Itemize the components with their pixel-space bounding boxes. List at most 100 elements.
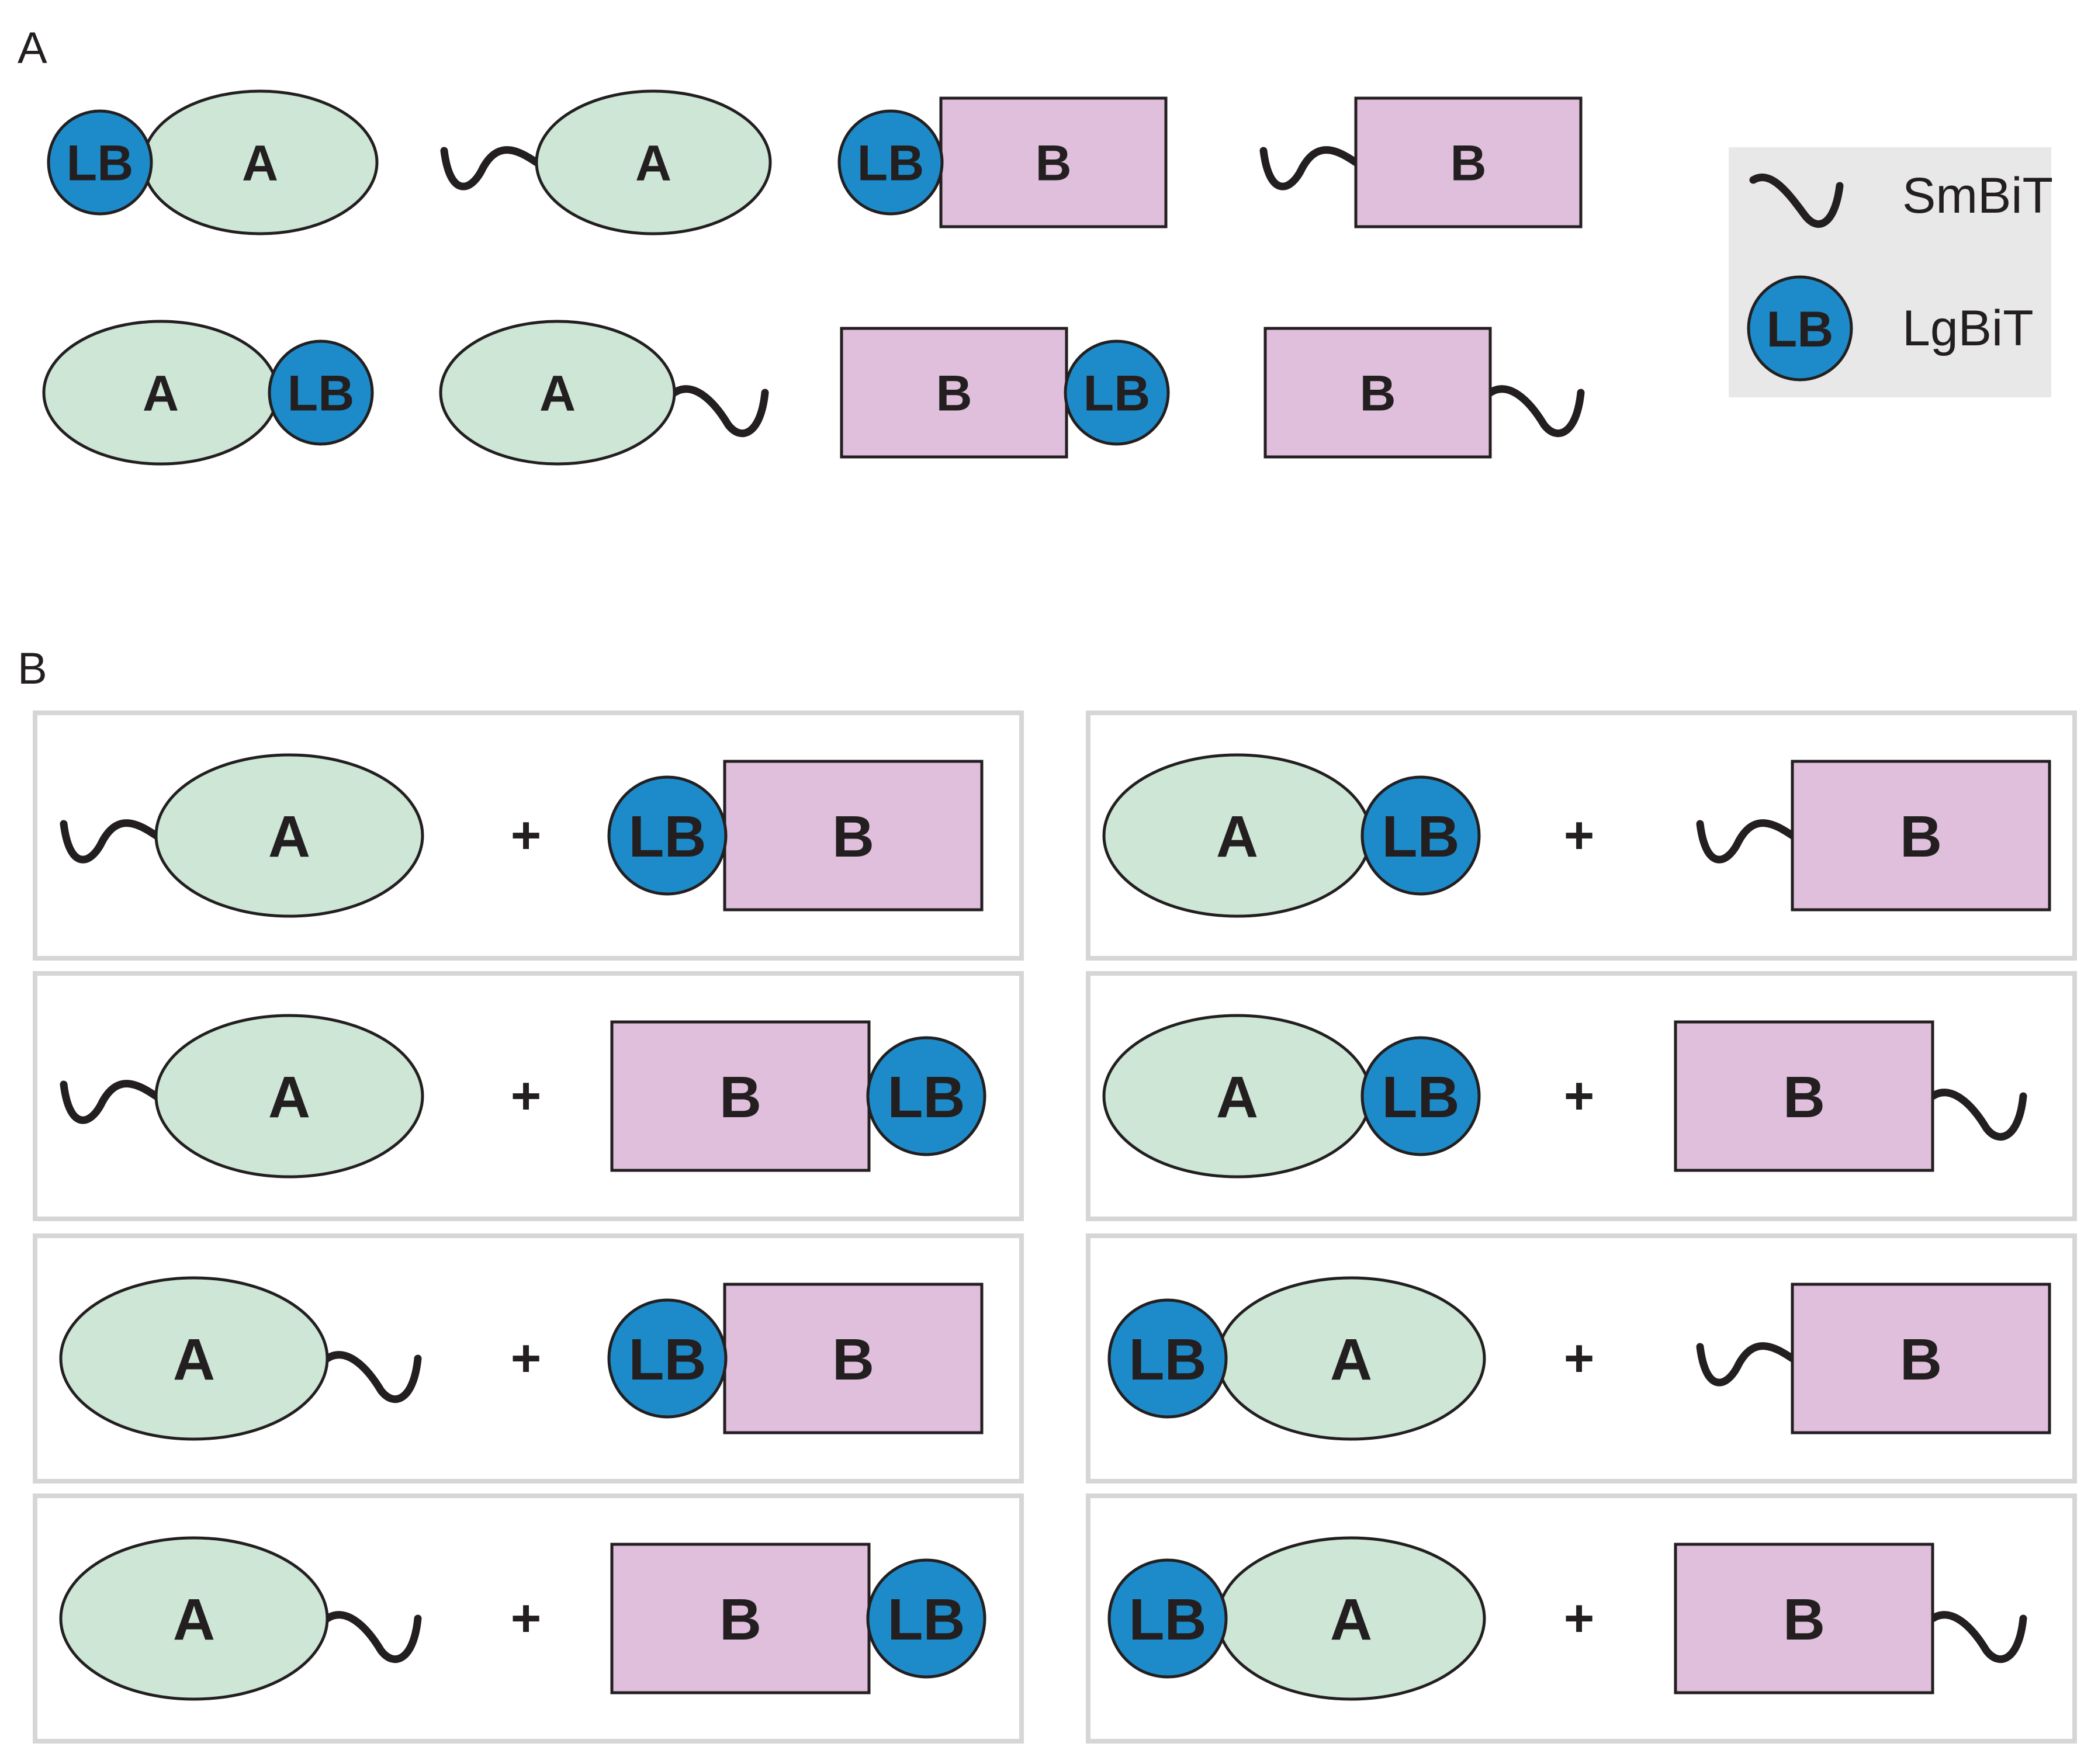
smbit-tail xyxy=(1696,819,1796,864)
interaction-pair-box: A LB + B xyxy=(1086,711,2077,961)
protein-a-label: A xyxy=(1216,804,1258,869)
protein-a-label: A xyxy=(1330,1587,1372,1652)
lgbit-circle: LB xyxy=(837,109,944,216)
lgbit-body xyxy=(607,775,728,896)
protein-b-label: B xyxy=(1900,1327,1942,1392)
lgbit-circle: LB xyxy=(1107,1558,1228,1679)
legend-lgbit-label: LgBiT xyxy=(1902,300,2034,356)
legend-smbit-label: SmBiT xyxy=(1902,168,2053,224)
smbit-tail xyxy=(323,1351,422,1403)
lgbit-body xyxy=(607,1298,728,1419)
protein-b-label: B xyxy=(1450,136,1486,192)
lgbit-body xyxy=(1107,1558,1228,1679)
protein-b-label: B xyxy=(719,1065,761,1130)
protein-a-label: A xyxy=(268,804,310,869)
interaction-pair-box: ALB+B xyxy=(1086,1233,2077,1484)
protein-a-construct: A xyxy=(440,89,772,235)
protein-a-construct: A LB xyxy=(47,89,379,235)
lgbit-circle: LB xyxy=(268,339,374,446)
interaction-pair-box: A + B LB xyxy=(33,971,1024,1221)
protein-a-ellipse xyxy=(154,1014,424,1179)
lgbit-body xyxy=(1107,1298,1228,1419)
protein-b-rect xyxy=(1674,1020,1934,1172)
protein-b-label: B xyxy=(832,1327,874,1392)
protein-a-construct: A LB xyxy=(1107,1536,1486,1701)
lgbit-label: LB xyxy=(887,1587,965,1652)
plus-sign: + xyxy=(511,806,542,865)
protein-b-rect xyxy=(1674,1543,1934,1694)
plus-sign: + xyxy=(1564,1589,1595,1648)
lgbit-circle: LB xyxy=(1064,339,1170,446)
lgbit-circle: LB xyxy=(607,775,728,896)
protein-b-label: B xyxy=(1783,1587,1825,1652)
protein-b-label: B xyxy=(936,366,972,422)
lgbit-body xyxy=(866,1558,986,1679)
lgbit-label: LB xyxy=(1382,804,1459,869)
lgbit-label: LB xyxy=(628,804,706,869)
lgbit-body xyxy=(837,109,944,216)
smbit-tail xyxy=(1259,146,1360,190)
lgbit-label: LB xyxy=(628,1327,706,1392)
smbit-tail xyxy=(1929,1611,2027,1664)
protein-b-construct: B xyxy=(1696,760,2051,912)
plus-sign: + xyxy=(1564,1067,1595,1125)
plus-sign: + xyxy=(511,1329,542,1388)
plus-sign: + xyxy=(511,1589,542,1648)
protein-a-ellipse xyxy=(154,753,424,918)
plus-sign: + xyxy=(1564,1329,1595,1388)
protein-a-label: A xyxy=(1216,1065,1258,1130)
protein-b-label: B xyxy=(1783,1065,1825,1130)
protein-b-construct: B xyxy=(1263,327,1585,459)
protein-a-construct: A LB xyxy=(1102,1014,1481,1179)
lgbit-label: LB xyxy=(1382,1065,1459,1130)
lgbit-label: LB xyxy=(857,136,925,192)
protein-a-construct: A LB xyxy=(1102,753,1481,918)
interaction-pair-box: A + B LB xyxy=(33,1233,1024,1484)
protein-a-label: A xyxy=(242,136,278,192)
protein-b-rect xyxy=(840,327,1068,459)
smbit-tail xyxy=(670,385,769,438)
lgbit-label: LB xyxy=(887,1065,965,1130)
lgbit-body xyxy=(866,1036,986,1156)
smbit-tail xyxy=(60,1080,160,1124)
smbit-tail-icon xyxy=(1749,174,1844,228)
lgbit-body xyxy=(268,339,374,446)
protein-a-construct: A xyxy=(59,1276,422,1441)
plus-sign: + xyxy=(1564,806,1595,865)
panel-a-label: A xyxy=(18,23,47,73)
lgbit-circle: LB xyxy=(47,109,153,216)
smbit-tail xyxy=(1696,1342,1796,1387)
plus-sign: + xyxy=(511,1067,542,1125)
legend: SmBiT LB LgBiT xyxy=(1729,147,2053,397)
smbit-tail xyxy=(1929,1089,2027,1141)
protein-b-rect xyxy=(1263,327,1492,459)
protein-b-rect xyxy=(723,760,984,912)
protein-b-construct: B xyxy=(1674,1543,2027,1694)
lgbit-label: LB xyxy=(288,366,355,422)
smbit-tail xyxy=(60,819,160,864)
lgbit-label: LB xyxy=(1128,1587,1206,1652)
protein-b-label: B xyxy=(1900,804,1942,869)
protein-a-construct: A xyxy=(60,753,424,918)
protein-b-construct: B xyxy=(1259,96,1583,228)
protein-a-ellipse xyxy=(59,1536,329,1701)
smbit-tail xyxy=(440,146,541,190)
lgbit-label: LB xyxy=(1128,1327,1206,1392)
protein-b-construct: B LB xyxy=(840,327,1170,459)
lgbit-body xyxy=(47,109,153,216)
smbit-tail xyxy=(323,1611,422,1664)
protein-b-construct: B LB xyxy=(610,1020,986,1172)
protein-a-ellipse xyxy=(59,1276,329,1441)
panel-b-label: B xyxy=(18,644,47,694)
protein-b-rect xyxy=(1791,1283,2051,1434)
protein-b-rect xyxy=(1354,96,1583,228)
lgbit-label: LB xyxy=(67,136,134,192)
lgbit-circle: LB xyxy=(866,1558,986,1679)
protein-b-construct: B xyxy=(1674,1020,2027,1172)
lgbit-circle: LB xyxy=(1360,1036,1481,1156)
lgbit-circle-icon: LB xyxy=(1747,275,1853,382)
protein-a-label: A xyxy=(268,1065,310,1130)
protein-a-construct: A xyxy=(59,1536,422,1701)
